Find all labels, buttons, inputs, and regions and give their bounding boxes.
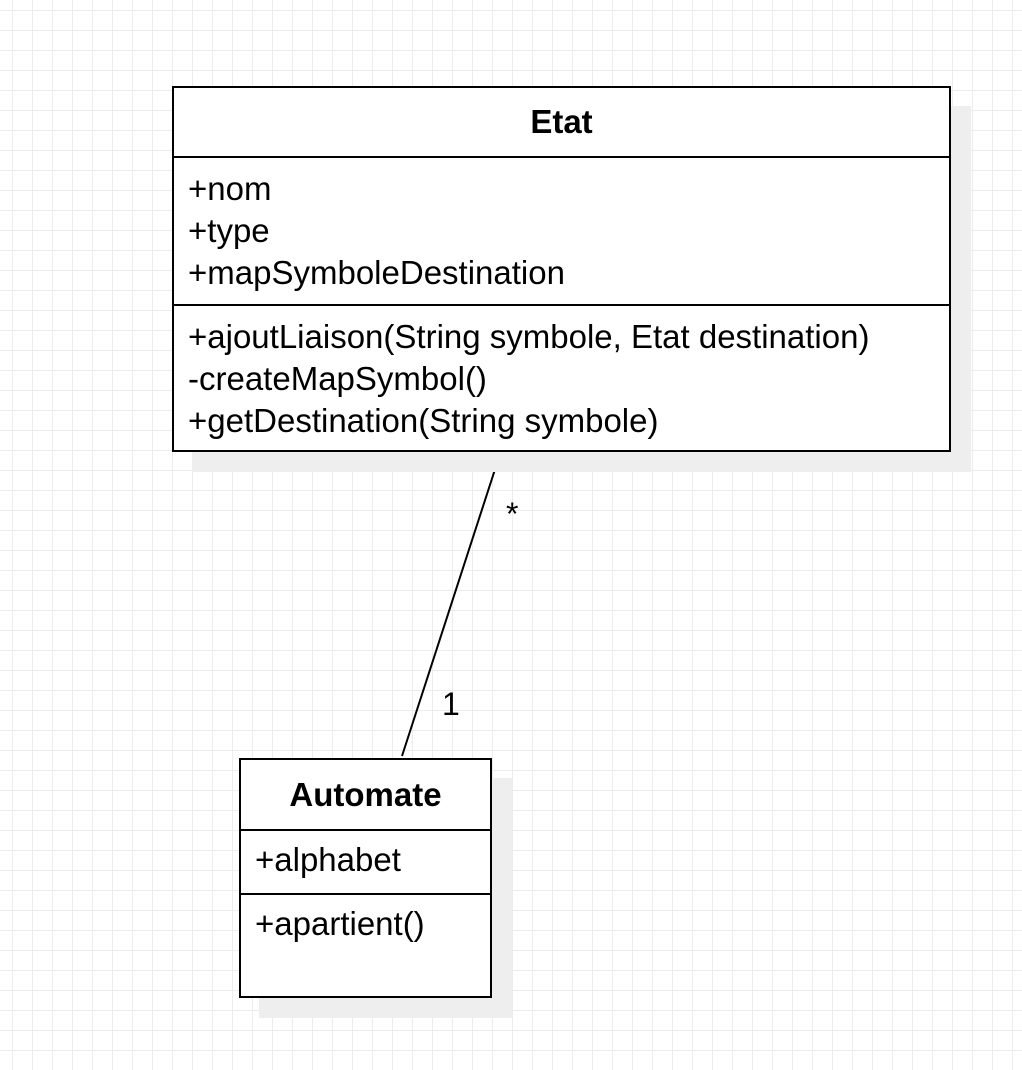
method: +ajoutLiaison(String symbole, Etat desti… (188, 318, 870, 355)
attribute: +nom (188, 170, 272, 207)
attribute: +alphabet (255, 841, 401, 878)
association-line[interactable] (401, 453, 501, 757)
attribute: +mapSymboleDestination (188, 254, 565, 291)
attributes-section: +nom +type +mapSymboleDestination (174, 158, 949, 306)
attributes-section: +alphabet (241, 831, 490, 895)
multiplicity-etat: * (506, 496, 519, 532)
method: -createMapSymbol() (188, 360, 487, 397)
class-automate[interactable]: Automate +alphabet +apartient() (239, 758, 492, 998)
attribute: +type (188, 212, 270, 249)
method: +apartient() (255, 905, 425, 942)
class-name: Etat (174, 88, 949, 158)
class-etat[interactable]: Etat +nom +type +mapSymboleDestination +… (172, 86, 951, 452)
methods-section: +ajoutLiaison(String symbole, Etat desti… (174, 306, 949, 442)
multiplicity-automate: 1 (442, 686, 460, 722)
methods-section: +apartient() (241, 895, 490, 945)
class-name: Automate (241, 760, 490, 831)
method: +getDestination(String symbole) (188, 402, 659, 439)
